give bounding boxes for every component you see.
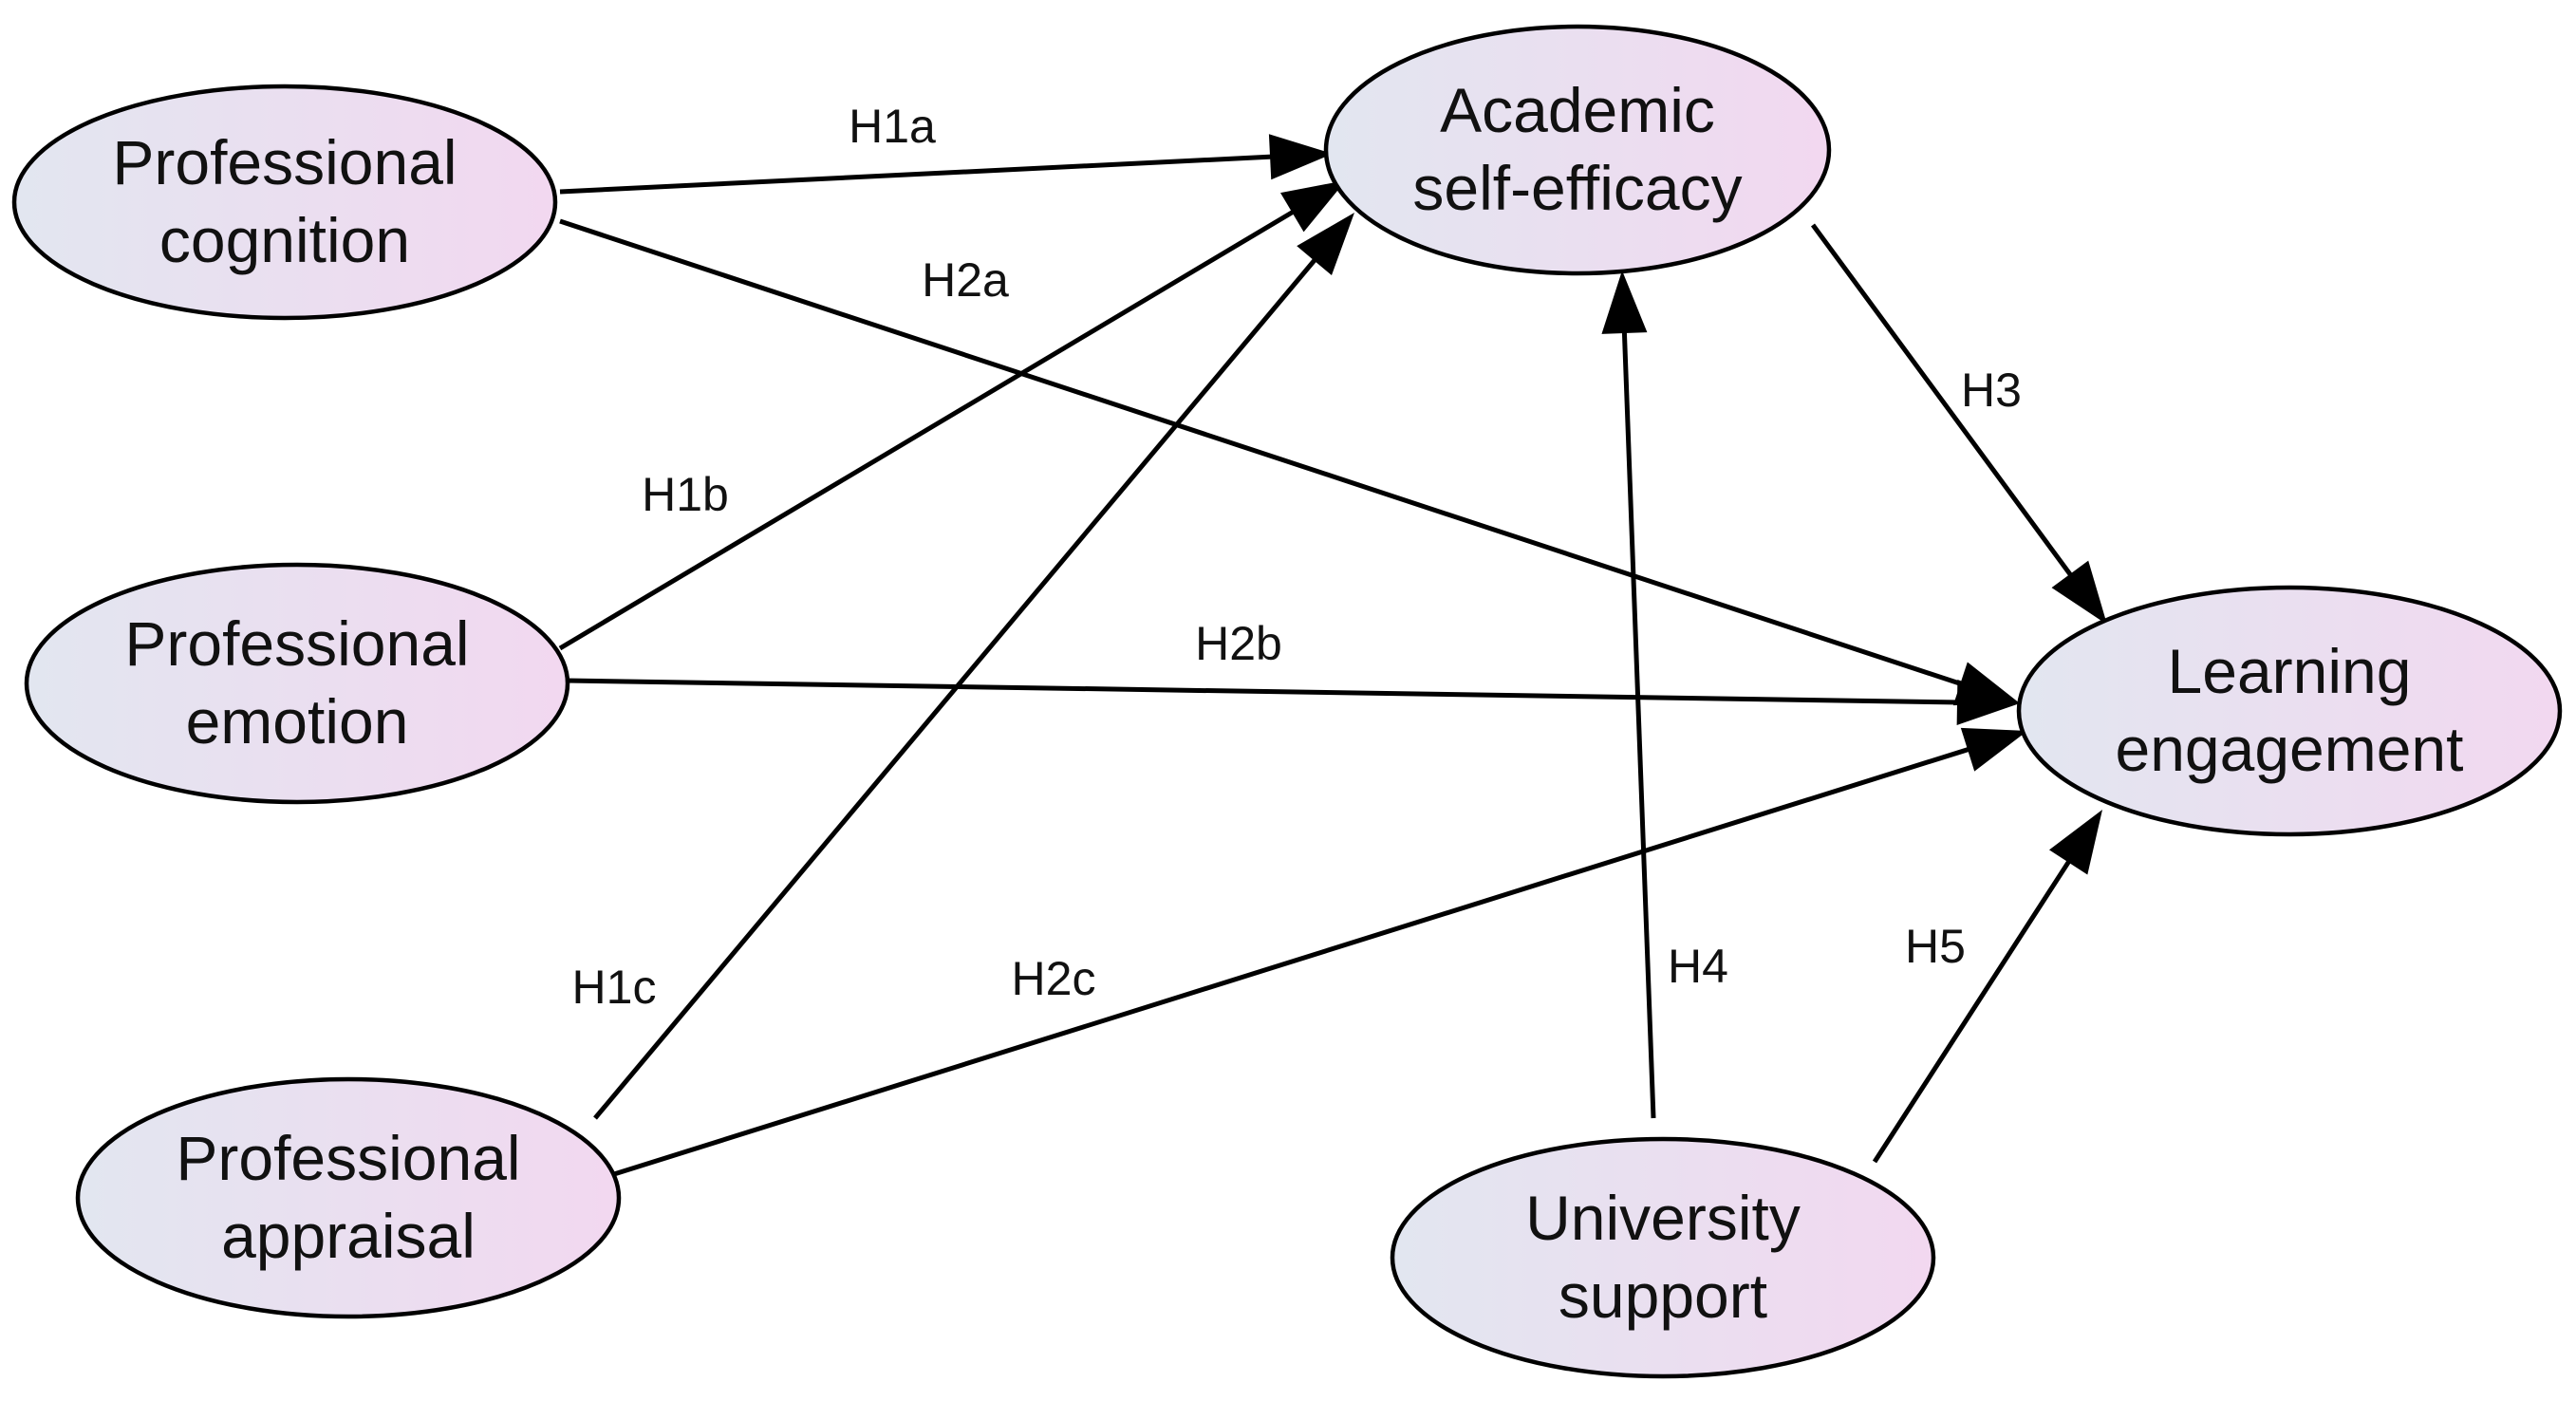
edge-line-h4 <box>1621 328 1656 1119</box>
edge-line-h2a <box>559 218 1965 687</box>
node-label-engagement-line1: Learning <box>2168 636 2412 706</box>
arrowhead-h3 <box>2051 560 2107 625</box>
node-ellipse-emotion <box>24 562 570 805</box>
edge-label-h1c: H1c <box>572 961 657 1014</box>
edge-h3 <box>1810 223 2107 625</box>
node-ellipse-appraisal <box>75 1076 622 1319</box>
node-label-support-line2: support <box>1559 1261 1767 1331</box>
node-label-appraisal-line1: Professional <box>176 1123 520 1193</box>
arrowhead-h4 <box>1601 271 1648 334</box>
edge-line-h1b <box>558 208 1297 651</box>
node-label-efficacy-line1: Academic <box>1440 75 1715 145</box>
arrowhead-h2c <box>1960 727 2027 772</box>
node-efficacy: Academic self-efficacy <box>1323 24 1832 276</box>
edge-h1a <box>559 134 1333 195</box>
node-label-cognition-line2: cognition <box>159 205 410 275</box>
edge-label-h4: H4 <box>1668 940 1728 993</box>
node-engagement: Learning engagement <box>2016 585 2563 837</box>
arrowhead-h1a <box>1268 134 1333 180</box>
arrowhead-h5 <box>2049 810 2102 875</box>
node-ellipse-efficacy <box>1323 24 1832 276</box>
edge-label-h2a: H2a <box>922 253 1009 307</box>
edge-h4 <box>1601 271 1656 1119</box>
edge-label-h3: H3 <box>1961 364 2022 417</box>
edge-line-h2c <box>613 746 1972 1177</box>
edge-label-h2b: H2b <box>1195 617 1282 670</box>
node-label-emotion-line2: emotion <box>186 686 409 757</box>
node-ellipse-support <box>1390 1136 1936 1379</box>
edge-line-h1a <box>559 154 1275 195</box>
arrowhead-h1c <box>1297 213 1354 275</box>
edge-label-h5: H5 <box>1905 920 1966 973</box>
arrowhead-h1b <box>1280 180 1346 233</box>
node-cognition: Professional cognition <box>11 84 558 321</box>
node-label-support-line1: University <box>1525 1183 1801 1253</box>
edge-h2a <box>559 218 2020 706</box>
edge-h5 <box>1872 810 2102 1164</box>
arrowhead-h2b <box>1956 679 2020 725</box>
node-ellipse-engagement <box>2016 585 2563 837</box>
node-ellipse-cognition <box>11 84 558 321</box>
node-appraisal: Professional appraisal <box>75 1076 622 1319</box>
nodes-layer: ProfessionalcognitionProfessionalemotion… <box>11 24 2563 1379</box>
edge-h2b <box>566 678 2020 725</box>
edge-line-h5 <box>1872 857 2073 1164</box>
node-label-emotion-line1: Professional <box>124 608 469 679</box>
edge-line-h3 <box>1810 223 2075 579</box>
node-support: University support <box>1390 1136 1936 1379</box>
edge-h1b <box>558 180 1346 651</box>
node-label-efficacy-line2: self-efficacy <box>1412 153 1742 223</box>
node-label-appraisal-line2: appraisal <box>221 1201 476 1271</box>
edges-layer <box>558 134 2107 1177</box>
edge-label-h2c: H2c <box>1012 952 1096 1005</box>
node-label-engagement-line2: engagement <box>2116 714 2464 784</box>
edge-label-h1b: H1b <box>642 468 729 521</box>
node-label-cognition-line1: Professional <box>112 127 457 197</box>
edge-line-h2b <box>566 678 1962 705</box>
edge-label-h1a: H1a <box>849 100 936 153</box>
edge-h2c <box>613 727 2027 1177</box>
